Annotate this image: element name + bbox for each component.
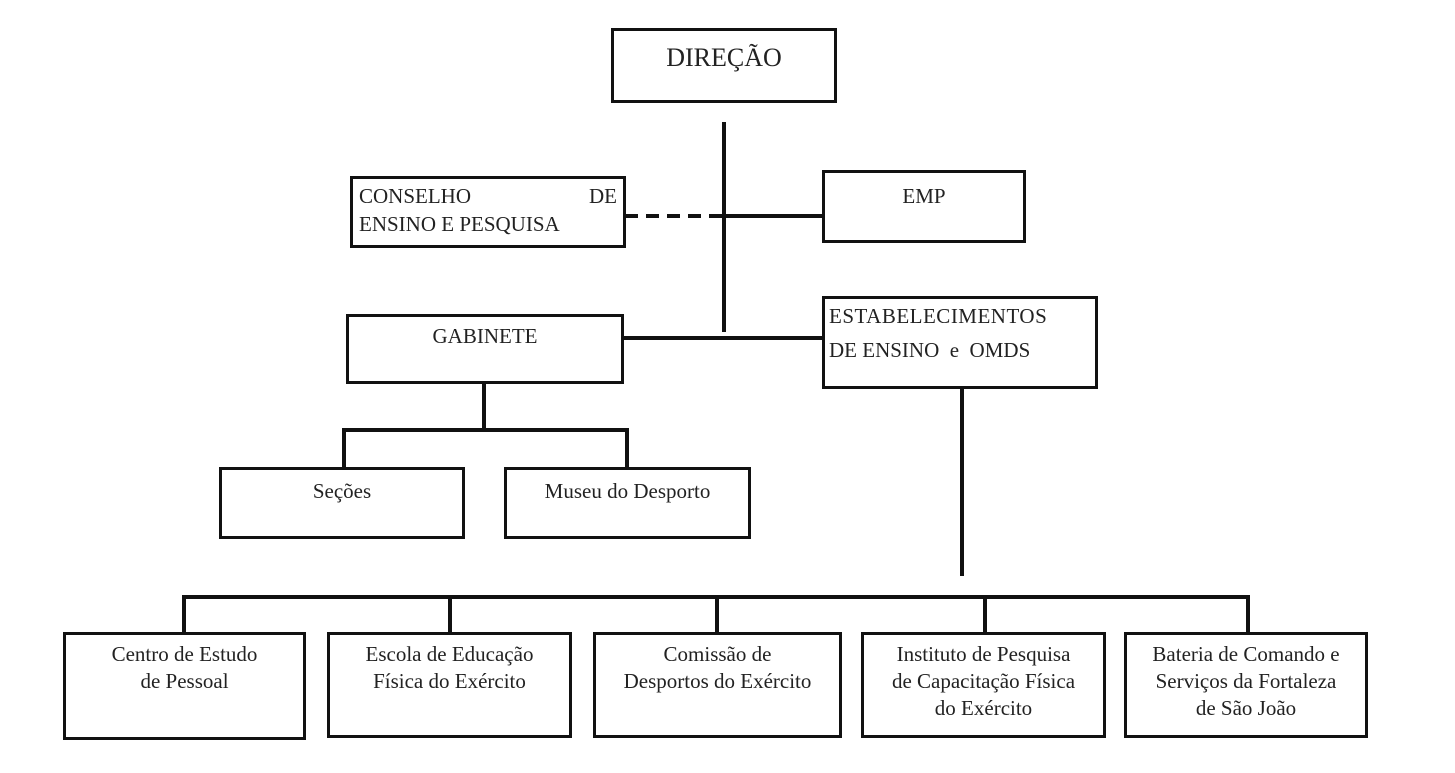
emp-box: EMP <box>822 170 1026 243</box>
comissao-box: Comissão de Desportos do Exército <box>593 632 842 738</box>
council-box: CONSELHO DE ENSINO E PESQUISA <box>350 176 626 248</box>
council-line1-right: DE <box>589 184 617 208</box>
council-line2: ENSINO E PESQUISA <box>359 212 560 236</box>
establishments-line1: ESTABELECIMENTOS <box>829 304 1048 328</box>
museu-box: Museu do Desporto <box>504 467 751 539</box>
council-line1: CONSELHO DE <box>359 183 617 209</box>
establishments-box: ESTABELECIMENTOS DE ENSINO e OMDS <box>822 296 1098 389</box>
direcao-box: DIREÇÃO <box>611 28 837 103</box>
council-line1-left: CONSELHO <box>359 184 472 208</box>
emp-label: EMP <box>902 184 946 208</box>
gabinete-label: GABINETE <box>432 324 538 348</box>
instituto-box: Instituto de Pesquisa de Capacitação Fís… <box>861 632 1106 738</box>
escola-label: Escola de Educação Física do Exército <box>365 642 534 693</box>
instituto-label: Instituto de Pesquisa de Capacitação Fís… <box>891 642 1076 720</box>
comissao-label: Comissão de Desportos do Exército <box>623 642 812 693</box>
museu-label: Museu do Desporto <box>544 479 711 503</box>
secoes-box: Seções <box>219 467 465 539</box>
centro-box: Centro de Estudo de Pessoal <box>63 632 306 740</box>
centro-label: Centro de Estudo de Pessoal <box>111 642 258 693</box>
gabinete-box: GABINETE <box>346 314 624 384</box>
secoes-label: Seções <box>312 479 372 503</box>
establishments-line2: DE ENSINO e OMDS <box>829 338 1031 362</box>
direcao-label: DIREÇÃO <box>666 43 782 72</box>
bateria-box: Bateria de Comando e Serviços da Fortale… <box>1124 632 1368 738</box>
escola-box: Escola de Educação Física do Exército <box>327 632 572 738</box>
bateria-label: Bateria de Comando e Serviços da Fortale… <box>1152 642 1340 720</box>
